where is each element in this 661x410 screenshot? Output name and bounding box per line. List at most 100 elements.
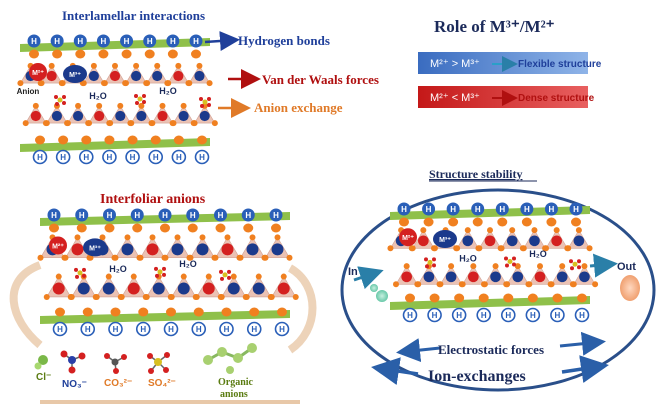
oxygen-atom xyxy=(154,62,161,69)
oxygen-atom xyxy=(498,245,505,252)
hydrogen-symbol: H xyxy=(549,205,555,214)
m3-atom xyxy=(63,65,87,83)
anion-oxygen-atom xyxy=(55,102,59,106)
oxygen-atom xyxy=(423,217,434,227)
m3-label: M³⁺ xyxy=(69,72,81,79)
anion-oxygen-atom xyxy=(425,264,429,269)
oxygen-atom xyxy=(543,245,549,252)
oxygen-atom xyxy=(230,273,237,280)
hydrogen-atom xyxy=(143,34,157,48)
hydrogen-symbol: H xyxy=(79,211,85,220)
oxygen-atom xyxy=(448,263,455,270)
oxygen-atom xyxy=(277,307,287,317)
oxygen-atom xyxy=(224,234,231,241)
panel2-title: Interfoliar anions xyxy=(100,192,206,207)
organic-anion-icon xyxy=(203,343,257,374)
hydrogen-symbol: H xyxy=(77,37,83,46)
oxygen-atom xyxy=(565,245,572,252)
oxygen-atom xyxy=(420,227,427,234)
oxygen-atom xyxy=(262,254,269,261)
trivalent-metal-atom xyxy=(551,235,563,247)
oxygen-atom xyxy=(68,293,75,300)
oxygen-atom xyxy=(112,62,118,69)
anion-oxygen-atom xyxy=(569,259,573,264)
hydrogen-symbol: H xyxy=(57,325,63,334)
oxygen-atom xyxy=(387,245,394,252)
oxygen-atom xyxy=(99,234,106,241)
divalent-metal-atom xyxy=(579,271,590,283)
oxygen-atom xyxy=(127,135,138,145)
hydrogen-atom xyxy=(495,202,509,216)
oxygen-atom xyxy=(110,307,121,317)
hydrogen-atom xyxy=(75,208,89,222)
anion-oxygen-atom xyxy=(570,266,574,271)
hydrogen-symbol: H xyxy=(31,37,37,46)
anion-oxygen-atom xyxy=(82,267,86,272)
divalent-metal-atom xyxy=(77,282,90,295)
anion-oxygen-atom xyxy=(219,269,223,274)
m3-atom xyxy=(433,230,457,248)
hydrogen-symbol: H xyxy=(162,211,168,220)
legend-dense-text: Dense structure xyxy=(518,93,595,104)
anion-oxygen-atom xyxy=(512,256,516,261)
oxygen-atom xyxy=(520,245,527,252)
hydrogen-atom xyxy=(471,202,485,216)
oxygen-atom xyxy=(409,245,416,252)
oxygen-atom xyxy=(22,120,29,127)
anion-oxygen-atom xyxy=(155,273,159,278)
oxygen-atom xyxy=(559,263,566,270)
divalent-metal-atom xyxy=(136,110,147,122)
oxygen-atom xyxy=(170,120,177,127)
oxygen-atom xyxy=(38,80,45,87)
water-label: H₂O xyxy=(109,264,127,274)
anion-oxygen-atom xyxy=(227,269,231,274)
hydrogen-bond-arrow xyxy=(204,31,240,51)
oxygen-atom xyxy=(215,223,226,233)
divalent-metal-atom xyxy=(196,243,209,256)
hydrogen-symbol: H xyxy=(245,211,251,220)
electrostatic-arrow-left xyxy=(396,338,441,363)
hydrogen-atom xyxy=(219,321,234,337)
oxygen-atom xyxy=(37,254,44,261)
oxygen-atom xyxy=(168,293,175,300)
anion-oxygen-atom xyxy=(199,97,203,101)
hydrogen-symbol: H xyxy=(579,311,585,320)
oxygen-atom xyxy=(149,234,156,241)
anion-label-anions: anions xyxy=(220,389,248,400)
oxygen-atom xyxy=(196,62,203,69)
trivalent-metal-atom xyxy=(71,243,84,256)
oxygen-atom xyxy=(43,120,50,127)
anion-center-atom xyxy=(202,99,208,105)
panel-interfoliar: Interfoliar anions HHHHHHHHHHHHHHHHHHM²⁺… xyxy=(9,192,317,404)
divalent-metal-atom xyxy=(171,243,184,256)
hydrogen-atom xyxy=(189,34,203,48)
m2-label: M²⁺ xyxy=(32,70,44,77)
oxygen-atom xyxy=(137,254,144,261)
oxygen-atom xyxy=(537,263,543,270)
hydrogen-atom xyxy=(550,307,565,323)
oxygen-atom xyxy=(464,227,471,234)
hydrogen-symbol: H xyxy=(113,325,119,334)
water-label: H₂O xyxy=(159,86,177,96)
water-label: H₂O xyxy=(179,259,197,269)
oxygen-atom xyxy=(212,254,219,261)
divalent-metal-atom xyxy=(271,243,284,256)
hydrogen-symbol: H xyxy=(85,325,91,334)
m2-label: M²⁺ xyxy=(402,235,414,242)
oxygen-atom xyxy=(503,293,514,303)
oxygen-atom xyxy=(548,281,555,288)
oxygen-atom xyxy=(62,254,69,261)
oxygen-atom xyxy=(149,120,156,127)
oxygen-atom xyxy=(249,307,260,317)
anion-label-cl: Cl⁻ xyxy=(36,372,51,383)
oxygen-atom xyxy=(399,217,409,227)
oxygen-atom xyxy=(107,120,114,127)
oxygen-atom xyxy=(64,120,71,127)
hydrogen-symbol: H xyxy=(193,37,199,46)
oxygen-atom xyxy=(292,293,299,300)
hydrogen-symbol: H xyxy=(190,211,196,220)
oxygen-atom xyxy=(144,49,155,59)
oxygen-atom xyxy=(75,102,82,109)
hydrogen-atom xyxy=(158,208,172,222)
